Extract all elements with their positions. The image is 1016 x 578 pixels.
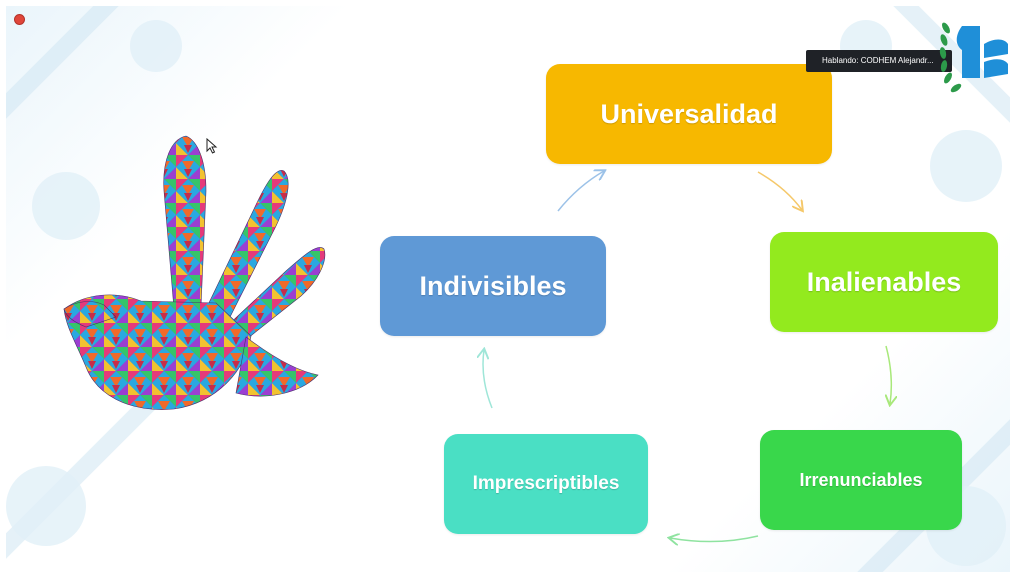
box-irrenunciables: Irrenunciables <box>760 430 962 530</box>
cycle-arrows <box>6 6 1010 572</box>
box-indivisibles: Indivisibles <box>380 236 606 336</box>
arrow-irre-to-impr <box>670 536 759 542</box>
presentation-slide: Universalidad Inalienables Irrenunciable… <box>6 6 1010 572</box>
box-universalidad: Universalidad <box>546 64 832 164</box>
box-imprescriptibles: Imprescriptibles <box>444 434 648 534</box>
dove-hand-icon <box>63 135 326 410</box>
arrow-inal-to-irre <box>886 345 891 404</box>
arrow-indi-to-univ <box>557 171 604 212</box>
codhem-logo-icon <box>939 22 1008 93</box>
speaker-indicator: Hablando: CODHEM Alejandr... <box>806 50 952 72</box>
recording-dot-icon <box>14 14 25 25</box>
mouse-cursor-icon <box>206 138 218 154</box>
box-inalienables: Inalienables <box>770 232 998 332</box>
arrow-univ-to-inal <box>757 171 802 210</box>
arrow-impr-to-indi <box>483 350 493 409</box>
